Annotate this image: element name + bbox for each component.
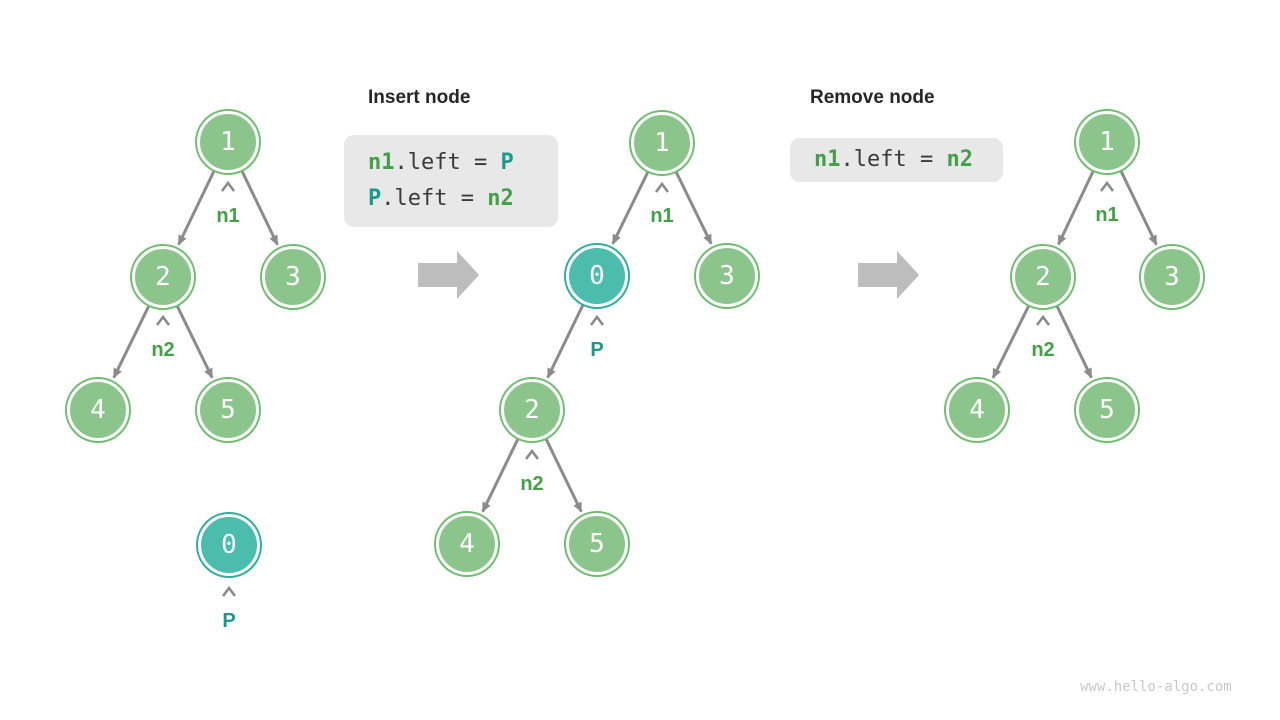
tree-node: 2 — [1012, 246, 1074, 308]
code-token: .left = — [840, 147, 947, 172]
tree-edge — [546, 304, 585, 379]
pointer-label-n1: n1 — [650, 205, 674, 227]
pointer-label-n2: n2 — [1031, 339, 1055, 361]
tree-node: 5 — [1076, 379, 1138, 441]
pointer-label-n2: n2 — [151, 339, 175, 361]
tree-node: 3 — [696, 245, 758, 307]
code-line: n1.left = P — [368, 145, 558, 181]
tree-edge — [1057, 170, 1095, 246]
tree-edge — [481, 438, 520, 513]
caret-up-icon — [155, 314, 171, 326]
tree-edge — [674, 171, 713, 245]
tree-node: 4 — [67, 379, 129, 441]
caret-up-icon — [220, 180, 236, 192]
code-token-n2: n2 — [487, 186, 514, 211]
transition-arrow-icon — [418, 251, 479, 299]
insert-code-box: n1.left = P P.left = n2 — [344, 135, 558, 227]
tree-node: 5 — [566, 513, 628, 575]
tree-edge — [991, 305, 1031, 379]
tree-edge — [177, 170, 216, 246]
tree-node: 3 — [1141, 246, 1203, 308]
code-token-p: P — [500, 150, 514, 175]
code-token-n1: n1 — [368, 150, 395, 175]
tree-edge — [544, 438, 583, 513]
pointer-label-p: P — [222, 610, 236, 632]
code-line: n1.left = n2 — [814, 142, 1003, 178]
code-token: .left = — [394, 150, 501, 175]
tree-node: 1 — [1076, 111, 1138, 173]
transition-arrows — [418, 251, 919, 299]
remove-node-title: Remove node — [810, 87, 935, 108]
code-token: .left = — [381, 186, 488, 211]
caret-up-icon — [654, 181, 670, 193]
watermark: www.hello-algo.com — [1080, 679, 1232, 695]
remove-code-box: n1.left = n2 — [790, 138, 1003, 182]
transition-arrow-icon — [858, 251, 919, 299]
detached-node-p: 0 — [198, 514, 260, 576]
tree-node: 1 — [631, 112, 693, 174]
tree-node: 2 — [501, 379, 563, 441]
tree-node: 4 — [946, 379, 1008, 441]
tree-node: 4 — [436, 513, 498, 575]
caret-up-icon — [1035, 314, 1051, 326]
caret-up-icon — [1099, 180, 1115, 192]
code-line: P.left = n2 — [368, 181, 558, 217]
caret-up-icon — [589, 314, 605, 326]
inserted-node-p: 0 — [566, 245, 628, 307]
tree-edge — [1119, 170, 1158, 246]
tree-edges — [112, 170, 1158, 513]
tree-edge — [240, 170, 279, 246]
tree-node: 3 — [262, 246, 324, 308]
tree-edge — [611, 171, 650, 245]
tree-edge — [175, 305, 214, 379]
pointer-label-n1: n1 — [1095, 204, 1119, 226]
caret-up-icon — [524, 448, 540, 460]
tree-node: 5 — [197, 379, 259, 441]
code-token-n2: n2 — [946, 147, 973, 172]
insert-node-title: Insert node — [368, 87, 471, 108]
tree-node: 1 — [197, 111, 259, 173]
pointer-label-p: P — [590, 339, 604, 361]
tree-edge — [1055, 305, 1093, 379]
pointer-label-n2: n2 — [520, 473, 544, 495]
pointer-carets — [155, 180, 1115, 597]
code-token-n1: n1 — [814, 147, 841, 172]
tree-edge — [112, 305, 151, 379]
tree-node: 2 — [132, 246, 194, 308]
code-token-p: P — [368, 186, 382, 211]
pointer-label-n1: n1 — [216, 205, 240, 227]
caret-up-icon — [221, 585, 237, 597]
